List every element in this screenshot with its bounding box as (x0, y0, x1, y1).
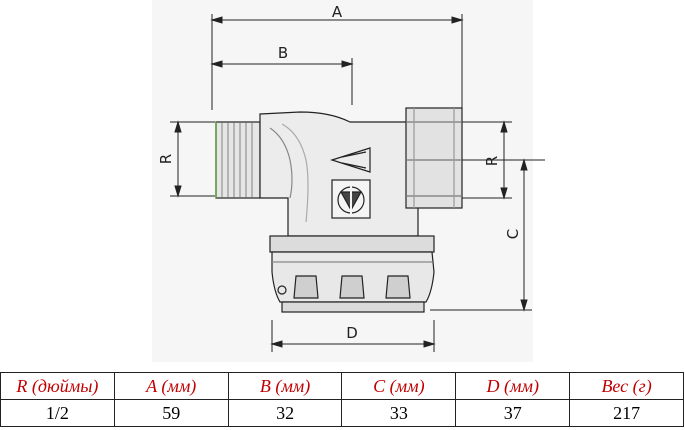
dimension-b (210, 58, 354, 110)
dimension-d (270, 320, 436, 352)
dimension-label-d: D (346, 324, 358, 342)
valve-body (215, 107, 463, 313)
dimension-label-b: B (278, 44, 288, 62)
value-cell-r: 1/2 (0, 399, 115, 427)
dimension-label-r-right: R (483, 156, 501, 166)
dimension-a (210, 14, 464, 110)
value-cell-c: 33 (341, 399, 457, 427)
header-cell-c: C (мм) (341, 372, 457, 400)
dimension-label-c: C (504, 229, 522, 239)
header-cell-r: R (дюймы) (0, 372, 115, 400)
valve-technical-drawing: A B R R C D (157, 3, 545, 352)
specification-table: R (дюймы) A (мм) B (мм) C (мм) D (мм) Ве… (0, 372, 684, 427)
value-cell-weight: 217 (569, 399, 684, 427)
dimension-c (430, 158, 532, 312)
header-cell-a: A (мм) (113, 372, 229, 400)
dimension-r-right (410, 120, 545, 200)
value-cell-a: 59 (113, 399, 229, 427)
header-cell-d: D (мм) (455, 372, 571, 400)
header-cell-b: B (мм) (227, 372, 343, 400)
flow-direction-arrow-icon (330, 147, 371, 173)
table-row: 1/2 59 32 33 37 217 (0, 399, 684, 427)
dimension-label-r-left: R (157, 154, 175, 164)
value-cell-b: 32 (227, 399, 343, 427)
value-cell-d: 37 (455, 399, 571, 427)
thermostat-symbol-icon (331, 179, 371, 219)
dimension-label-a: A (332, 3, 343, 21)
table-header-row: R (дюймы) A (мм) B (мм) C (мм) D (мм) Ве… (0, 372, 684, 400)
dimension-r-left (170, 120, 215, 198)
header-cell-weight: Вес (г) (569, 372, 684, 400)
